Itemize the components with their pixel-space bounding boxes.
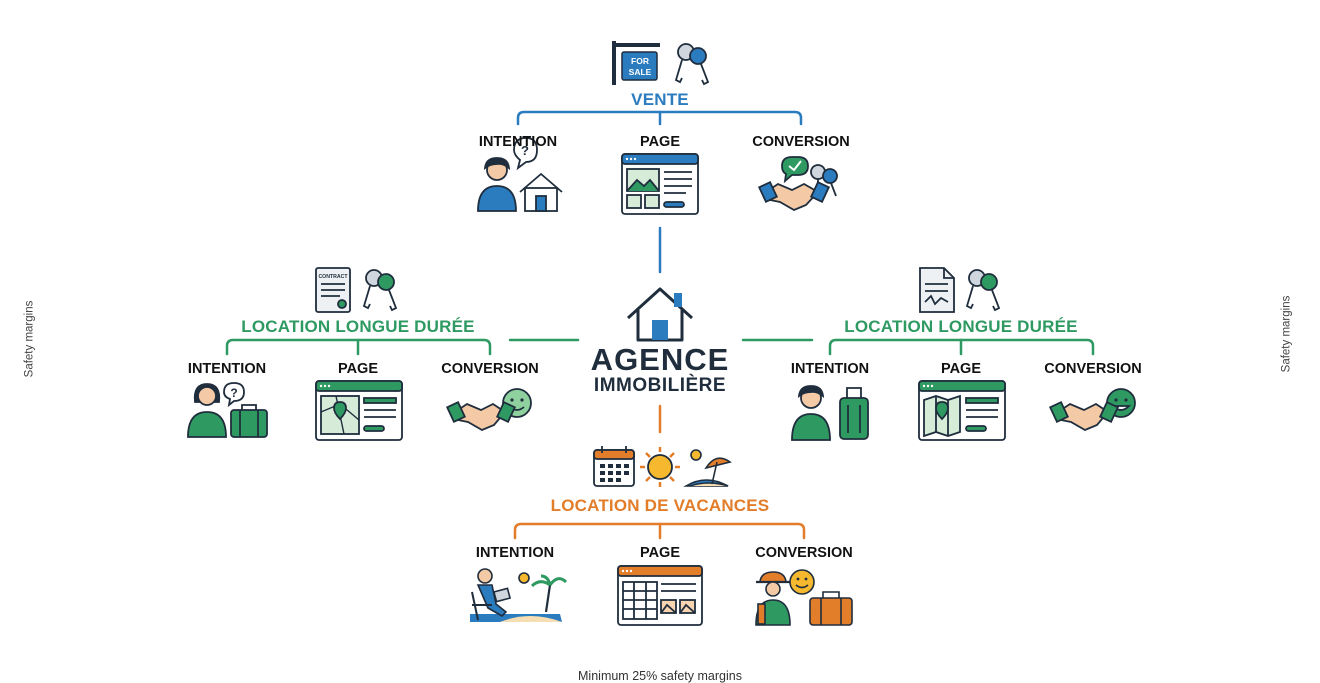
svg-text:?: ? — [230, 386, 237, 400]
for-sale-sign-icon: FOR SALE — [612, 41, 660, 85]
contract-icon: CONTRACT — [315, 267, 351, 313]
location-right-page-label: PAGE — [940, 361, 982, 377]
handshake-smiley-icon — [445, 388, 532, 432]
for-sale-text-top: FOR — [631, 56, 649, 66]
contract-label: CONTRACT — [318, 274, 348, 280]
traveler-suitcase-icon — [755, 569, 853, 626]
center-title: AGENCE — [590, 342, 730, 377]
webpage-gallery-icon — [621, 153, 699, 215]
webpage-calendar-icon — [617, 565, 703, 626]
vente-title: VENTE — [631, 90, 689, 109]
location-right-intention-label: INTENTION — [790, 361, 870, 377]
connectors — [225, 110, 1095, 540]
location-right-conversion-label: CONVERSION — [1044, 361, 1142, 377]
beach-icon — [683, 449, 732, 487]
vacances-intention-label: INTENTION — [475, 545, 555, 561]
location-left-intention-label: INTENTION — [187, 361, 267, 377]
handshake-smiley-icon — [1048, 388, 1136, 432]
svg-text:?: ? — [521, 143, 529, 158]
vente-intention-label: INTENTION — [478, 134, 558, 150]
vente-page-label: PAGE — [639, 134, 681, 150]
calendar-icon — [593, 446, 635, 487]
house-icon — [626, 287, 694, 342]
person-house-question-icon: ? — [477, 137, 563, 212]
location-right-title: LOCATION LONGUE DURÉE — [844, 317, 1078, 336]
vacances-conversion-label: CONVERSION — [755, 545, 853, 561]
webpage-map-icon — [918, 380, 1006, 441]
woman-suitcase-icon: ? — [187, 382, 268, 438]
document-icon — [919, 267, 955, 313]
vacances-page-label: PAGE — [639, 545, 681, 561]
webpage-map-icon — [315, 380, 403, 441]
for-sale-text-bottom: SALE — [629, 67, 652, 77]
location-left-title: LOCATION LONGUE DURÉE — [241, 317, 475, 336]
vacances-title: LOCATION DE VACANCES — [550, 496, 770, 515]
keys-icon — [362, 269, 398, 312]
sun-icon — [640, 447, 680, 487]
handshake-keys-icon — [757, 156, 838, 212]
location-left-conversion-label: CONVERSION — [441, 361, 539, 377]
person-beach-laptop-icon — [470, 568, 568, 622]
keys-icon — [965, 269, 1001, 312]
keys-icon — [674, 43, 710, 86]
vente-conversion-label: CONVERSION — [752, 134, 850, 150]
center-subtitle: IMMOBILIÈRE — [593, 375, 727, 396]
left-safety-margin-label: Safety margins — [23, 300, 36, 378]
bottom-safety-margin-label: Minimum 25% safety margins — [578, 669, 742, 683]
right-safety-margin-label: Safety margins — [1280, 295, 1293, 373]
man-luggage-icon — [791, 385, 869, 441]
location-left-page-label: PAGE — [337, 361, 379, 377]
